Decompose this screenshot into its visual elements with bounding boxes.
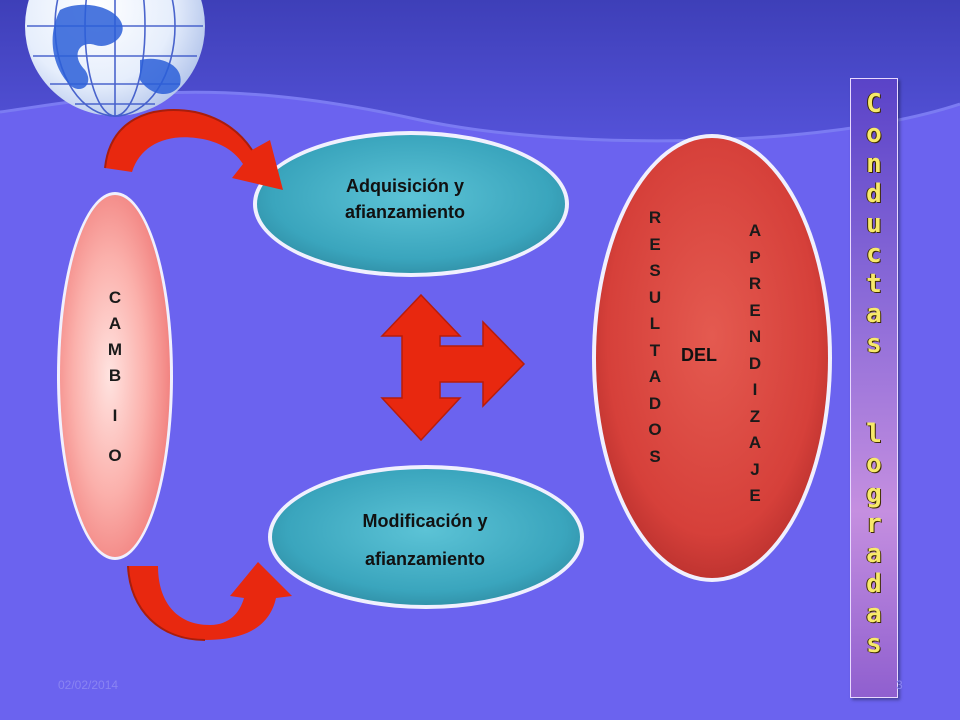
- conductas-word-letter: a: [866, 299, 882, 329]
- logradas-word-letter: a: [866, 539, 882, 569]
- resultados-letter: S: [649, 261, 661, 280]
- aprendizaje-letter: E: [749, 486, 761, 505]
- aprendizaje-letter: R: [748, 274, 762, 293]
- conductas-word-letter: d: [866, 179, 882, 209]
- aprendizaje-letter: D: [748, 353, 762, 373]
- logradas-word-letter: s: [866, 629, 882, 659]
- modificacion-label-line1: Modificación y: [362, 511, 488, 531]
- resultados-letter: D: [648, 393, 662, 413]
- modificacion-label: Modificación y afianzamiento: [330, 502, 520, 578]
- conductas-word-letter: C: [866, 89, 882, 119]
- cambio-letter: A: [108, 314, 122, 333]
- resultados-letter: U: [648, 287, 662, 307]
- resultados-letter: O: [648, 420, 662, 439]
- curved-arrow-bottom-icon: [127, 562, 292, 641]
- aprendizaje-letter: E: [749, 300, 761, 320]
- top-band: [0, 0, 960, 141]
- resultados-letter: T: [649, 340, 661, 360]
- three-way-arrow-icon: [380, 293, 526, 442]
- conductas-word-letter: c: [866, 239, 882, 269]
- cambio-letter: B: [108, 366, 122, 385]
- logradas-word: logradaslogradas: [851, 419, 897, 659]
- logradas-word-letter: o: [866, 449, 882, 479]
- conductas-word-letter: u: [866, 209, 882, 239]
- cambio-letter: O: [108, 446, 122, 465]
- globe-icon: [25, 0, 205, 117]
- cambio-letter: M: [107, 340, 123, 359]
- footer-page-number: 3: [896, 678, 903, 692]
- conductas-word: ConductasConductas: [851, 89, 897, 359]
- cambio-letter: I: [112, 406, 118, 425]
- logradas-word-letter: r: [866, 509, 882, 539]
- aprendizaje-text: A P R E N D I Z A J E: [740, 218, 770, 510]
- logradas-word-letter: a: [866, 599, 882, 629]
- aprendizaje-letter: A: [748, 221, 762, 240]
- aprendizaje-letter: J: [750, 459, 760, 479]
- conductas-word-letter: n: [866, 149, 882, 179]
- resultados-letter: A: [648, 367, 662, 386]
- cambio-text: C A M B I O: [100, 285, 130, 469]
- conductas-word-letter: s: [866, 329, 882, 359]
- del-label: DEL: [681, 345, 717, 365]
- cambio-letter: C: [108, 288, 122, 307]
- aprendizaje-letter: P: [749, 247, 761, 267]
- logradas-word-letter: g: [866, 479, 882, 509]
- resultados-letter: E: [649, 234, 661, 254]
- aprendizaje-letter: A: [748, 433, 762, 452]
- footer-date: 02/02/2014: [58, 678, 119, 692]
- logradas-word-letter: l: [866, 419, 882, 449]
- conductas-word-letter: t: [866, 269, 882, 299]
- conductas-word-letter: o: [866, 119, 882, 149]
- aprendizaje-letter: N: [748, 327, 762, 346]
- resultados-letter: L: [649, 314, 661, 333]
- resultados-text: R E S U L T A D O S: [640, 205, 670, 470]
- aprendizaje-letter: I: [752, 380, 758, 399]
- logradas-word-letter: d: [866, 569, 882, 599]
- aprendizaje-letter: Z: [749, 406, 761, 426]
- conductas-logradas-box: ConductasConductas logradaslogradas: [850, 78, 898, 698]
- adquisicion-label: Adquisición y afianzamiento: [344, 176, 466, 222]
- resultados-letter: S: [649, 446, 661, 466]
- modificacion-label-line2: afianzamiento: [364, 549, 486, 569]
- curved-arrow-top-icon: [104, 109, 283, 190]
- resultados-letter: R: [648, 208, 662, 227]
